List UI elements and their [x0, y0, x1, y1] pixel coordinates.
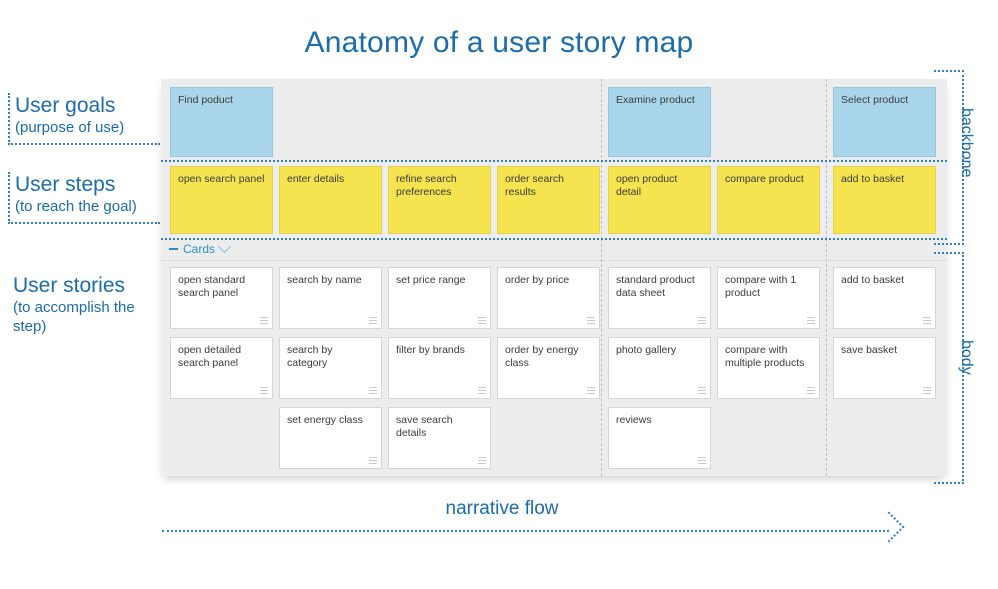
- row-label-user-goals-sub: (purpose of use): [15, 119, 125, 136]
- story-card[interactable]: compare with 1 product: [717, 267, 820, 329]
- minus-icon[interactable]: [169, 248, 178, 250]
- resize-grip-icon[interactable]: [478, 387, 486, 394]
- body-region: Cards open standard search panel search …: [161, 239, 947, 476]
- cards-toolbar-underline: [161, 260, 947, 261]
- goal-card[interactable]: Select product: [833, 87, 936, 157]
- page-title: Anatomy of a user story map: [304, 26, 694, 59]
- story-card[interactable]: set energy class: [279, 407, 382, 469]
- story-card[interactable]: save search details: [388, 407, 491, 469]
- step-card[interactable]: compare product: [717, 166, 820, 234]
- resize-grip-icon[interactable]: [478, 457, 486, 464]
- resize-grip-icon[interactable]: [260, 387, 268, 394]
- goal-card[interactable]: Find poduct: [170, 87, 273, 157]
- story-card[interactable]: photo gallery: [608, 337, 711, 399]
- backbone-bracket: [934, 70, 964, 245]
- story-card-text: open standard search panel: [178, 274, 246, 299]
- story-card[interactable]: search by category: [279, 337, 382, 399]
- group-separator: [601, 79, 602, 239]
- story-card-text: set energy class: [287, 414, 363, 426]
- body-label: body: [958, 340, 975, 375]
- resize-grip-icon[interactable]: [587, 387, 595, 394]
- story-card[interactable]: reviews: [608, 407, 711, 469]
- story-card[interactable]: order by energy class: [497, 337, 600, 399]
- body-bracket: [934, 252, 964, 484]
- steps-stories-divider: [161, 238, 947, 240]
- row-label-user-steps: User steps (to reach the goal): [8, 172, 160, 224]
- group-separator: [826, 79, 827, 239]
- row-label-user-goals-main: User goals: [15, 94, 116, 117]
- story-card[interactable]: set price range: [388, 267, 491, 329]
- resize-grip-icon[interactable]: [923, 387, 931, 394]
- resize-grip-icon[interactable]: [369, 457, 377, 464]
- backbone-label: backbone: [958, 108, 975, 178]
- step-card[interactable]: enter details: [279, 166, 382, 234]
- goal-card[interactable]: Examine product: [608, 87, 711, 157]
- step-card[interactable]: open product detail: [608, 166, 711, 234]
- row-label-user-stories-sub: (to accomplish the step): [13, 299, 135, 335]
- chevron-down-icon[interactable]: [218, 239, 231, 253]
- step-card[interactable]: order search results: [497, 166, 600, 234]
- story-card-text: reviews: [616, 414, 652, 426]
- step-card[interactable]: refine search preferences: [388, 166, 491, 234]
- resize-grip-icon[interactable]: [369, 387, 377, 394]
- row-label-user-stories-main: User stories: [13, 274, 126, 297]
- group-separator: [826, 239, 827, 476]
- story-card-text: save basket: [841, 344, 898, 356]
- story-card-text: standard product data sheet: [616, 274, 695, 299]
- resize-grip-icon[interactable]: [478, 317, 486, 324]
- story-card-text: open detailed search panel: [178, 344, 242, 369]
- story-card[interactable]: order by price: [497, 267, 600, 329]
- story-card-text: search by category: [287, 344, 333, 369]
- story-card[interactable]: save basket: [833, 337, 936, 399]
- resize-grip-icon[interactable]: [260, 317, 268, 324]
- resize-grip-icon[interactable]: [369, 317, 377, 324]
- story-card[interactable]: filter by brands: [388, 337, 491, 399]
- resize-grip-icon[interactable]: [698, 457, 706, 464]
- story-card-text: search by name: [287, 274, 362, 286]
- story-card-text: set price range: [396, 274, 466, 286]
- cards-toolbar: Cards: [161, 239, 947, 261]
- story-card-text: save search details: [396, 414, 453, 439]
- story-card[interactable]: search by name: [279, 267, 382, 329]
- resize-grip-icon[interactable]: [807, 317, 815, 324]
- story-card[interactable]: open detailed search panel: [170, 337, 273, 399]
- story-card-text: compare with 1 product: [725, 274, 797, 299]
- story-card[interactable]: standard product data sheet: [608, 267, 711, 329]
- story-card[interactable]: open standard search panel: [170, 267, 273, 329]
- row-label-user-goals: User goals (purpose of use): [8, 93, 160, 145]
- resize-grip-icon[interactable]: [587, 317, 595, 324]
- story-card[interactable]: add to basket: [833, 267, 936, 329]
- resize-grip-icon[interactable]: [923, 317, 931, 324]
- story-card-text: order by energy class: [505, 344, 579, 369]
- story-map-board: Find poduct Examine product Select produ…: [161, 79, 947, 476]
- narrative-flow-label: narrative flow: [445, 498, 559, 519]
- backbone-region: Find poduct Examine product Select produ…: [161, 79, 947, 240]
- narrative-flow: narrative flow: [162, 498, 942, 553]
- story-card-text: compare with multiple products: [725, 344, 805, 369]
- row-label-user-stories: User stories (to accomplish the step): [8, 273, 160, 336]
- user-steps-row: open search panel enter details refine s…: [161, 161, 947, 239]
- step-card[interactable]: open search panel: [170, 166, 273, 234]
- step-card[interactable]: add to basket: [833, 166, 936, 234]
- row-label-user-steps-sub: (to reach the goal): [15, 198, 137, 215]
- cards-toolbar-label[interactable]: Cards: [183, 242, 216, 256]
- story-card-text: order by price: [505, 274, 570, 286]
- story-card-text: photo gallery: [616, 344, 677, 356]
- user-goals-row: Find poduct Examine product Select produ…: [161, 79, 947, 161]
- narrative-flow-line: [162, 530, 889, 532]
- story-card-text: add to basket: [841, 274, 905, 286]
- story-card-text: filter by brands: [396, 344, 465, 356]
- row-label-user-steps-main: User steps: [15, 173, 116, 196]
- resize-grip-icon[interactable]: [698, 317, 706, 324]
- story-card[interactable]: compare with multiple products: [717, 337, 820, 399]
- resize-grip-icon[interactable]: [698, 387, 706, 394]
- group-separator: [601, 239, 602, 476]
- goals-steps-divider: [161, 160, 947, 162]
- arrow-right-icon: [873, 511, 906, 544]
- resize-grip-icon[interactable]: [807, 387, 815, 394]
